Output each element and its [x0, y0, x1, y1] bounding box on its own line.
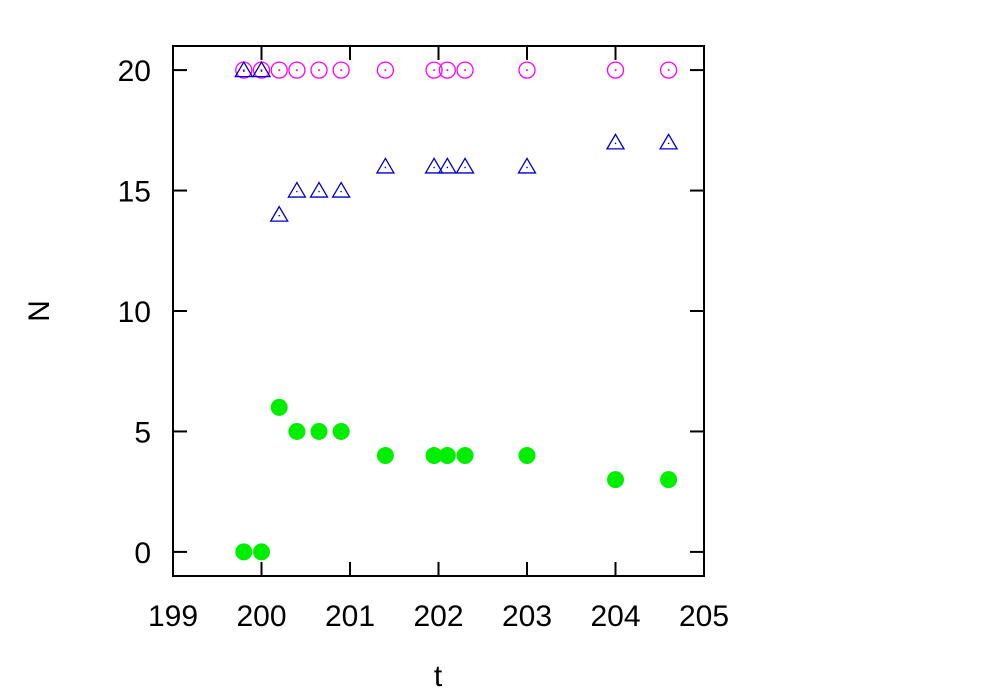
y-tick-label: 20	[118, 55, 151, 88]
series-2	[235, 398, 678, 561]
data-point-center-dot	[384, 166, 387, 169]
data-point-triangle	[234, 60, 254, 78]
y-tick-label: 5	[134, 416, 151, 449]
data-point-filled	[425, 447, 443, 465]
data-point-filled	[235, 543, 253, 561]
data-point-triangle	[455, 157, 475, 174]
data-point-triangle	[424, 157, 444, 174]
data-point-center-dot	[464, 166, 466, 169]
data-point-center-dot	[295, 69, 298, 72]
data-point-circle	[438, 61, 457, 79]
data-point-filled	[270, 398, 288, 416]
y-tick-label: 15	[118, 176, 151, 209]
data-point-circle	[606, 61, 625, 79]
data-point-center-dot	[384, 69, 387, 72]
data-point-center-dot	[243, 70, 245, 72]
data-point-circle	[659, 61, 678, 79]
data-point-triangle	[375, 157, 396, 174]
data-point-center-dot	[318, 69, 321, 72]
data-point-triangle	[287, 181, 307, 198]
data-point-filled	[438, 447, 456, 465]
data-point-center-dot	[296, 190, 298, 193]
x-tick-label: 200	[236, 600, 286, 633]
data-point-filled	[607, 471, 624, 489]
data-point-filled	[332, 422, 350, 440]
x-tick-label: 203	[502, 600, 552, 633]
x-tick-label: 202	[413, 600, 463, 633]
data-point-triangle	[269, 205, 289, 222]
data-point-center-dot	[433, 166, 435, 169]
y-tick-label: 0	[134, 537, 151, 570]
data-point-circle	[425, 61, 443, 79]
data-point-triangle	[251, 60, 272, 78]
data-point-filled	[376, 447, 394, 465]
data-point-center-dot	[278, 69, 281, 72]
data-points	[234, 60, 679, 561]
x-tick-label: 204	[590, 600, 640, 633]
data-point-center-dot	[260, 70, 263, 72]
data-point-filled	[660, 471, 678, 489]
data-point-triangle	[437, 157, 457, 174]
data-point-filled	[288, 422, 306, 440]
series-1	[234, 60, 679, 222]
data-point-center-dot	[446, 69, 449, 72]
data-point-filled	[518, 447, 536, 465]
data-point-center-dot	[278, 214, 281, 217]
data-point-center-dot	[526, 69, 528, 72]
data-point-filled	[456, 447, 474, 465]
data-point-triangle	[605, 133, 626, 150]
data-point-circle	[270, 61, 288, 79]
plot-frame	[172, 45, 705, 577]
data-point-center-dot	[667, 69, 670, 72]
data-point-center-dot	[614, 142, 617, 145]
data-point-center-dot	[526, 166, 528, 169]
data-point-center-dot	[614, 69, 617, 72]
x-tick-label: 199	[148, 600, 198, 633]
data-point-filled	[253, 543, 270, 561]
data-point-triangle	[658, 133, 679, 150]
y-tick-label: 10	[118, 296, 151, 329]
data-point-circle	[288, 61, 306, 79]
y-axis-title: N	[23, 300, 56, 322]
data-point-triangle	[309, 181, 329, 198]
data-point-center-dot	[667, 142, 670, 145]
data-point-center-dot	[446, 166, 449, 169]
data-point-filled	[310, 422, 328, 440]
x-tick-label: 201	[325, 600, 375, 633]
axis-tick-labels: 199 200 201 202 203 204 205 0 5 10 15 20	[118, 55, 729, 633]
data-point-triangle	[517, 157, 537, 174]
x-axis-title: t	[434, 660, 443, 692]
data-point-circle	[310, 61, 328, 79]
data-point-circle	[456, 61, 474, 79]
data-point-center-dot	[433, 69, 436, 72]
data-point-circle	[332, 61, 350, 79]
data-point-center-dot	[340, 190, 342, 193]
data-point-center-dot	[340, 69, 343, 72]
data-point-center-dot	[464, 69, 467, 72]
data-point-circle	[376, 61, 395, 79]
data-point-circle	[518, 61, 536, 79]
data-point-center-dot	[318, 190, 320, 193]
x-tick-label: 205	[679, 600, 729, 633]
data-point-triangle	[331, 181, 351, 198]
